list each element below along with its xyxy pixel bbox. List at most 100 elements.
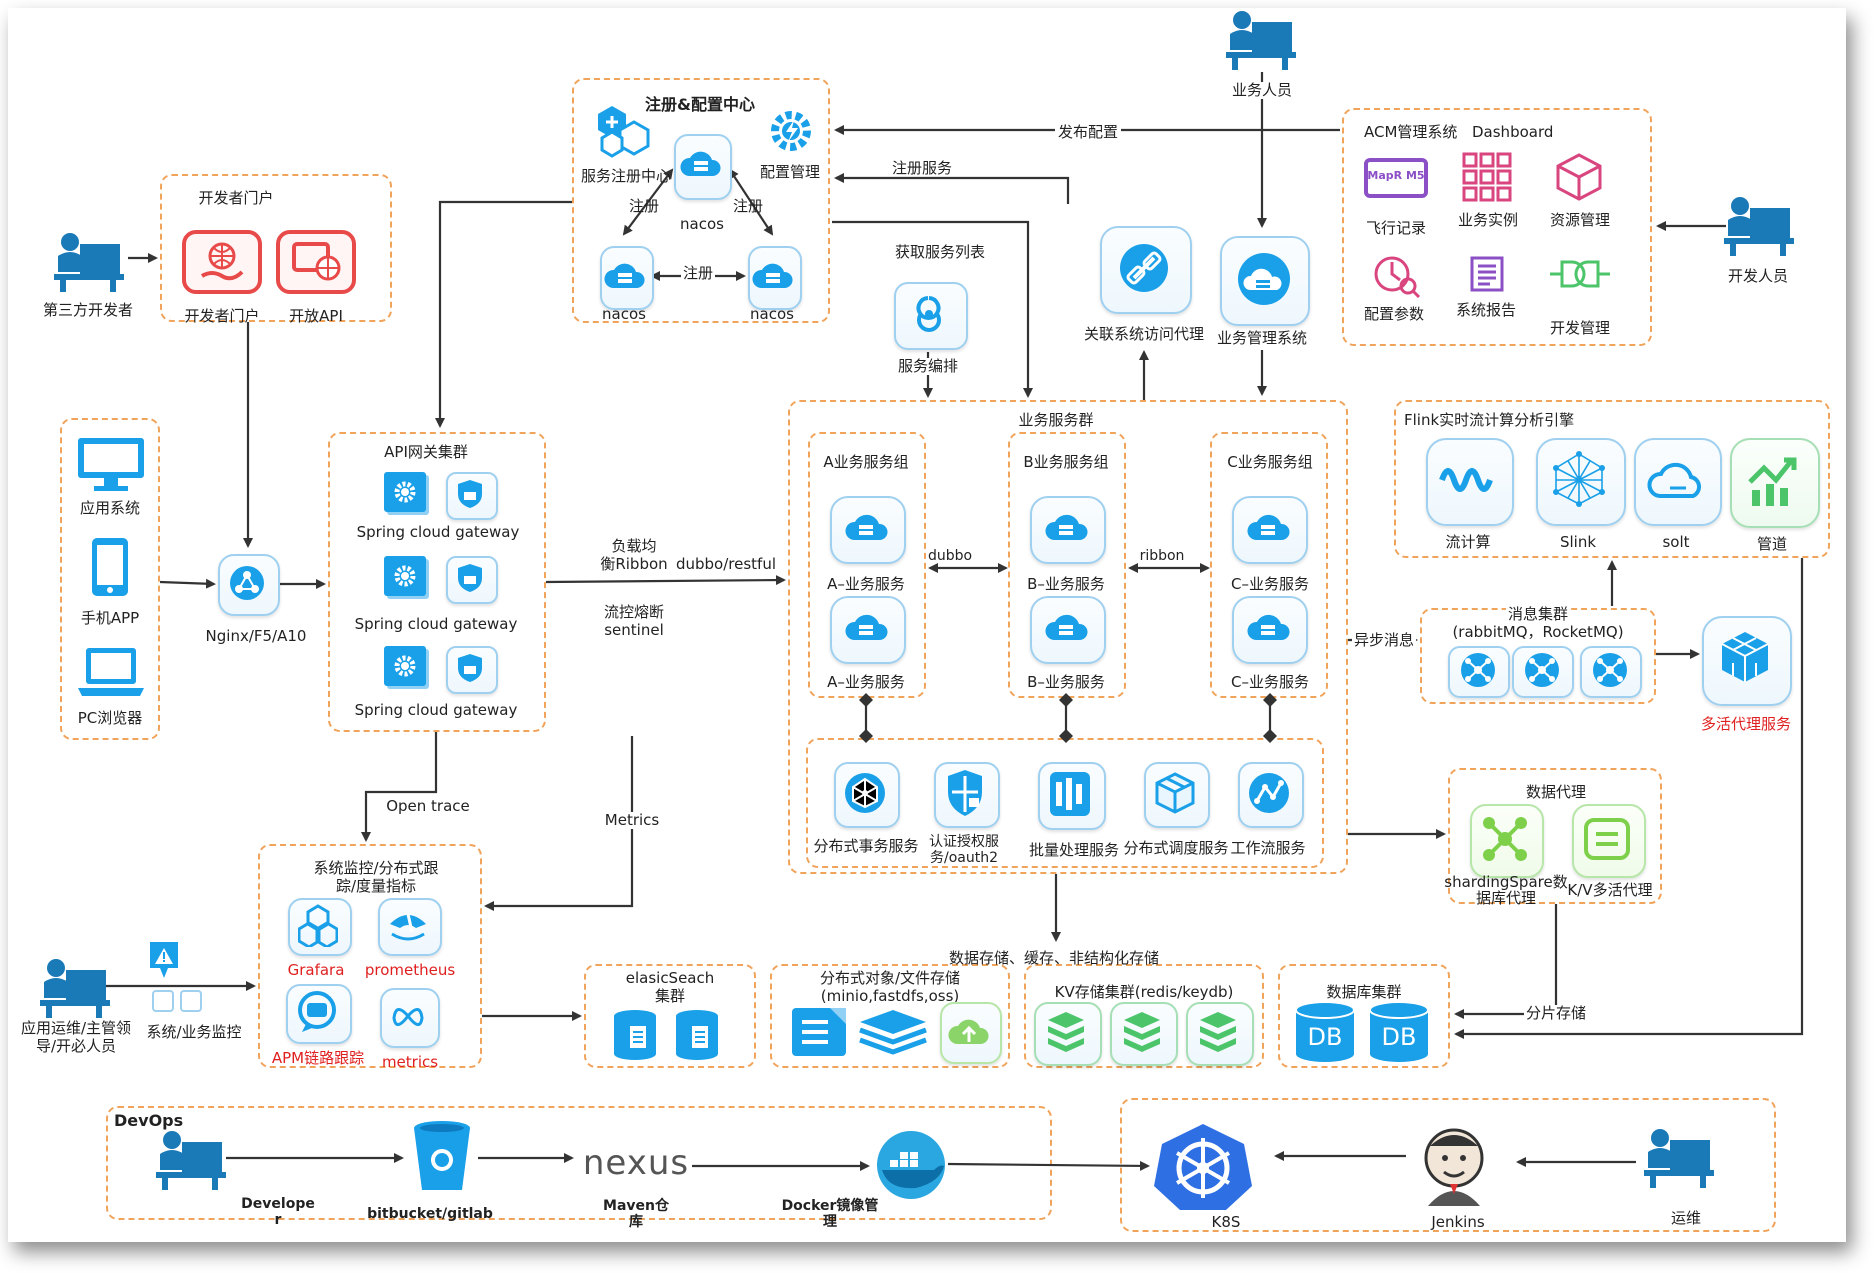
docker-label-1: Docker镜像管 [781, 1198, 879, 1214]
db-cylinder-icon-2 [1369, 1001, 1429, 1062]
edge-label-data-storage: 数据存储、缓存、非结构化存储 [948, 949, 1160, 967]
data-proxy-box [1448, 768, 1662, 904]
svc-a2-label: A–业务服务 [827, 673, 905, 691]
flight-label: 飞行记录 [1365, 219, 1427, 237]
prometheus-tile [378, 898, 442, 956]
acm-title: ACM管理系统 [1364, 123, 1458, 141]
edge-label-service-orch: 服务编排 [895, 357, 961, 376]
globe-hand-icon [200, 242, 244, 281]
db-text-1: DB [1307, 1023, 1343, 1051]
resource-label: 资源管理 [1549, 211, 1611, 229]
svc-a2-icon [845, 614, 888, 640]
box-cube-icon [1155, 772, 1195, 814]
slink-label: Slink [1559, 533, 1597, 551]
edge-label-metrics: Metrics [602, 811, 662, 830]
gear-icon-1 [394, 481, 416, 503]
ops-user-label-1: 应用运维/主管领 [20, 1019, 132, 1037]
active-proxy-label: 多活代理服务 [1700, 715, 1792, 733]
docker-label-2: 理 [823, 1214, 837, 1230]
load-balancer-tile [218, 554, 280, 616]
svc-b2-label: B–业务服务 [1027, 673, 1105, 691]
edge-get-service-list [832, 220, 1033, 398]
group-a-title: A业务服务组 [823, 453, 909, 471]
edge-label-open-trace: Open trace [386, 797, 470, 815]
shield-icon-1 [458, 480, 482, 508]
cloud-icon [1647, 462, 1702, 498]
document-icon [792, 1008, 846, 1056]
biz-mgmt-label: 业务管理系统 [1214, 329, 1310, 348]
stream-tile [1426, 438, 1514, 526]
developer-label-1: Develope [241, 1196, 315, 1212]
orchestration-tile [894, 282, 968, 350]
metrics-label: metrics [381, 1053, 439, 1071]
gateway-label-3: Spring cloud gateway [354, 701, 518, 719]
nacos-right-label: nacos [750, 305, 794, 323]
business-cluster-title: 业务服务群 [1016, 411, 1096, 430]
sharding-label-1: shardingSpare数 [1444, 873, 1568, 891]
mq-title-1: 消息集群 [1505, 605, 1571, 624]
open-api-icon [276, 230, 356, 294]
kv-stack-icon-3 [1200, 1012, 1236, 1052]
monitor-title-1: 系统监控/分布式跟 [313, 859, 439, 877]
es-title-1: elasicSeach [625, 969, 715, 987]
mq-hub-icon-3 [1593, 653, 1627, 687]
pc-label: PC浏览器 [77, 709, 143, 727]
metrics-loop-icon [392, 1008, 424, 1026]
business-user-icon [1226, 11, 1296, 70]
pipeline-label: 管道 [1756, 535, 1788, 553]
svc-c2-icon [1247, 614, 1290, 640]
edge-label-dubbo-restful: dubbo/restful [675, 555, 777, 573]
object-storage-box [770, 964, 1010, 1068]
edge-reg-left [622, 168, 674, 236]
edge-clients-lb [159, 578, 216, 589]
edge-label-get-service-list: 获取服务列表 [894, 243, 986, 261]
config-param-icon [1374, 256, 1421, 298]
service-registry-icon [598, 106, 650, 158]
cube-icon [1556, 153, 1602, 201]
sched-label: 分布式调度服务 [1123, 839, 1229, 857]
developer-label-2: r [274, 1212, 282, 1228]
auth-label-1: 认证授权服 [929, 834, 999, 850]
edge-registry-gateway [435, 200, 572, 428]
svc-c2-label: C–业务服务 [1231, 673, 1309, 691]
edge-label-lb2: 衡Ribbon [600, 555, 668, 573]
obj-storage-title-2: (minio,fastdfs,oss) [820, 987, 960, 1005]
bitbucket-label: bitbucket/gitlab [367, 1206, 493, 1222]
nacos-center-icon [680, 151, 721, 176]
cloud-upload-icon [948, 1019, 989, 1044]
stream-label: 流计算 [1445, 533, 1491, 551]
network-node-icon [845, 773, 885, 813]
gateway-label-1: Spring cloud gateway [356, 523, 520, 541]
gateway-title: API网关集群 [384, 443, 468, 461]
config-param-label: 配置参数 [1363, 305, 1425, 323]
workflow-label: 工作流服务 [1230, 839, 1306, 857]
es-db-icon-2 [676, 1010, 718, 1060]
edge-label-lb1: 负载均 [611, 537, 657, 555]
shield-lock-icon [948, 770, 982, 816]
svc-a1-icon [845, 514, 888, 540]
orchestration-icon [916, 296, 941, 332]
bitbucket-icon [414, 1121, 470, 1190]
registry-title: 注册&配置中心 [645, 95, 755, 114]
open-api-label: 开放API [289, 307, 343, 325]
svc-c1-icon [1247, 514, 1290, 540]
devops-title: DevOps [114, 1111, 184, 1130]
tx-label: 分布式事务服务 [813, 837, 919, 855]
edge-label-register-service: 注册服务 [891, 159, 953, 177]
nacos-right-icon [752, 263, 793, 288]
batch-label: 批量处理服务 [1028, 841, 1120, 859]
report-label: 系统报告 [1455, 301, 1517, 319]
clients-box [60, 418, 160, 740]
cloud-server-icon [1238, 253, 1290, 305]
gear-icon-2 [394, 565, 416, 587]
sys-monitor-label: 系统/业务监控 [146, 1023, 242, 1041]
gateway-label-2: Spring cloud gateway [354, 615, 518, 633]
monitor-tool-icon-2 [180, 990, 202, 1012]
laptop-icon [78, 648, 144, 696]
devops-developer-icon [156, 1131, 226, 1190]
shield-icon-2 [458, 564, 482, 592]
edge-label-shard-storage: 分片存储 [1523, 1004, 1589, 1023]
mapr-icon [1364, 158, 1428, 198]
db-text-2: DB [1381, 1023, 1417, 1051]
es-db-icon-1 [614, 1010, 656, 1060]
